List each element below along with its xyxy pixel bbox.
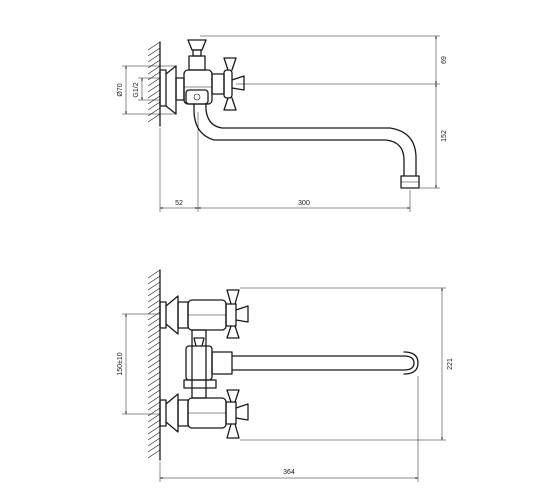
dimension-horizontal-top: 52 300 (159, 112, 411, 212)
spout-top (193, 103, 420, 189)
dim-69-label: 69 (441, 56, 448, 64)
shower-holder-top (187, 39, 207, 71)
wall-hatch-line (147, 377, 161, 387)
wall-hatch-line (147, 89, 161, 99)
wall-front (147, 269, 161, 461)
wall-hatch-line (147, 311, 161, 321)
wall-hatch-line (147, 437, 161, 447)
wall-hatch-line (147, 401, 161, 411)
dim-221-label: 221 (447, 358, 454, 370)
dim-364-label: 364 (283, 469, 295, 476)
wall-hatch-line (147, 299, 161, 309)
wall-hatch-line (147, 449, 161, 459)
wall-hatch-line (147, 383, 161, 393)
wall-hatch-line (147, 389, 161, 399)
wall-hatch-line (147, 83, 161, 93)
central-body-front (183, 329, 233, 399)
valve-body-top (183, 69, 213, 105)
wall-hatch-line (147, 413, 161, 423)
dimension-center-distance: 150±10 (117, 313, 160, 415)
wall-hatch-line (147, 371, 161, 381)
wall-hatch-line (147, 293, 161, 303)
wall-hatch-line (147, 395, 161, 405)
wall-hatch-line (147, 341, 161, 351)
dimension-total-height: 221 (240, 287, 454, 441)
wall-hatch-line (147, 329, 161, 339)
dim-diameter-label: Ø70 (117, 83, 124, 96)
dimension-vertical-top: 69 152 (200, 35, 448, 189)
wall-hatch-line (147, 77, 161, 87)
wall-hatch-line (147, 113, 161, 123)
wall-top (147, 41, 161, 127)
dimension-flange-top: Ø70 G1/2 (117, 65, 176, 115)
dimension-total-length: 364 (159, 376, 419, 482)
wall-hatch-line (147, 47, 161, 57)
lower-valve-front (159, 389, 249, 439)
wall-hatch-line (147, 365, 161, 375)
wall-hatch-line (147, 71, 161, 81)
wall-hatch-line (147, 59, 161, 69)
wall-hatch-line (147, 101, 161, 111)
wall-hatch-line (147, 347, 161, 357)
dim-300-label: 300 (298, 200, 310, 207)
wall-hatch-line (147, 407, 161, 417)
wall-hatch-line (147, 269, 161, 279)
wall-hatch-line (147, 65, 161, 75)
wall-flange-top (159, 65, 185, 115)
wall-hatch-line (147, 107, 161, 117)
wall-hatch-line (147, 425, 161, 435)
front-view: 150±10 221 364 (117, 269, 454, 482)
wall-hatch-line (147, 353, 161, 363)
wall-hatch-line (147, 335, 161, 345)
wall-hatch-line (147, 41, 161, 51)
wall-hatch-line (147, 53, 161, 63)
wall-hatch-line (147, 443, 161, 453)
wall-hatch-line (147, 281, 161, 291)
dim-152-label: 152 (441, 130, 448, 142)
wall-hatch-line (147, 317, 161, 327)
dim-thread-label: G1/2 (133, 82, 140, 97)
wall-hatch-line (147, 287, 161, 297)
spout-front (231, 351, 419, 375)
wall-hatch-line (147, 419, 161, 429)
dim-150-label: 150±10 (117, 352, 124, 375)
wall-hatch-line (147, 275, 161, 285)
upper-valve-front (159, 289, 249, 339)
wall-hatch-line (147, 431, 161, 441)
wall-hatch-line (147, 359, 161, 369)
top-view: 69 152 Ø70 G1/2 52 300 (117, 35, 448, 212)
wall-hatch-line (147, 323, 161, 333)
cross-handle-top (211, 57, 245, 111)
dim-52-label: 52 (175, 200, 183, 207)
wall-hatch-line (147, 305, 161, 315)
